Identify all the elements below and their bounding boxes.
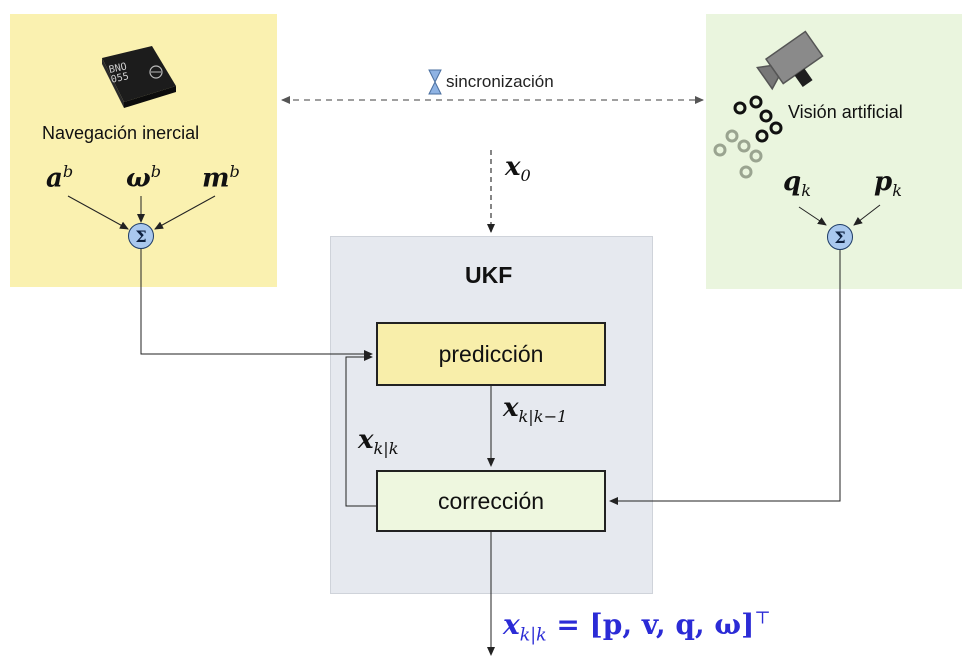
vision-to-correction-line — [609, 250, 841, 505]
correction-label: corrección — [437, 487, 545, 514]
inertial-title: Navegación inercial — [42, 123, 200, 143]
initial-state-symbol: x0 — [505, 152, 531, 186]
predicted-state-symbol: xk|k−1 — [503, 393, 568, 427]
q-to-sigma-arrow — [798, 206, 827, 226]
ukf-title: UKF — [465, 262, 513, 288]
vision-title: Visión artificial — [788, 102, 903, 122]
accel-symbol: ab — [46, 162, 74, 194]
inertial-to-prediction-line — [140, 249, 373, 358]
gyro-symbol: ωb — [126, 162, 162, 194]
correction-block: corrección — [376, 470, 606, 532]
marker-pattern-icon — [713, 95, 783, 179]
mag-symbol: mb — [202, 162, 240, 194]
inertial-sum-node: Σ — [128, 223, 154, 249]
p-symbol: pk — [874, 167, 902, 201]
hourglass-icon — [428, 69, 442, 95]
p-to-sigma-arrow — [853, 204, 881, 226]
prediction-block: predicción — [376, 322, 606, 386]
a-to-sigma-arrow — [67, 195, 129, 230]
vision-sum-node: Σ — [827, 224, 853, 250]
feedback-state-symbol: xk|k — [358, 425, 399, 459]
camera-icon — [756, 30, 824, 91]
imu-chip-icon — [102, 46, 176, 108]
output-equation: xk|k = [p, v, q, ω]⊤ — [503, 608, 771, 646]
feedback-loop-line — [345, 353, 376, 507]
m-to-sigma-arrow — [154, 195, 216, 230]
chip-label: BNO 055 — [107, 61, 130, 86]
q-symbol: qk — [783, 167, 811, 201]
sync-label: sincronización — [446, 72, 554, 91]
prediction-label: predicción — [438, 340, 544, 367]
